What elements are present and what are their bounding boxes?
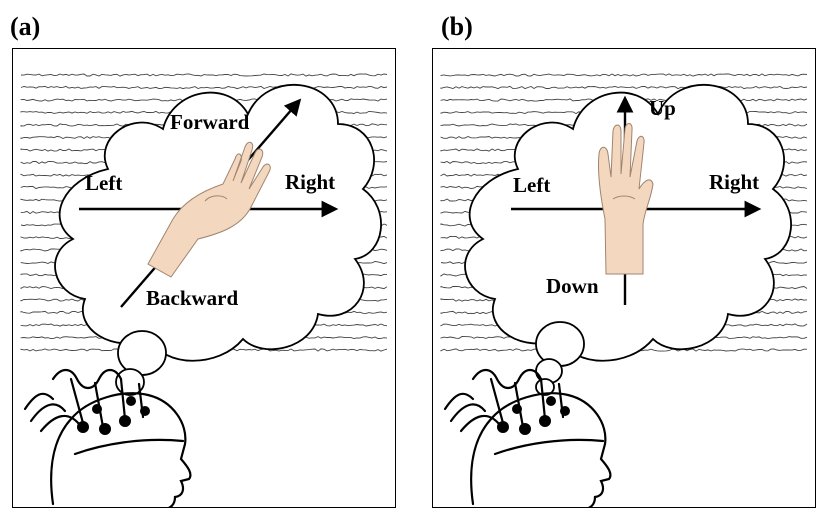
panel-a-label: (a)	[10, 12, 41, 41]
label-left: Left	[513, 173, 550, 197]
label-forward: Forward	[170, 110, 250, 134]
label-down: Down	[546, 274, 599, 298]
hand-illustration	[147, 141, 271, 278]
eeg-trace-line	[20, 73, 388, 77]
panel-a: Forward Backward Left Right	[12, 48, 396, 508]
label-backward: Backward	[146, 286, 238, 310]
panel-b-illustration: Up Down Left Right	[440, 73, 808, 507]
label-right: Right	[285, 170, 335, 194]
panel-b-label: (b)	[441, 12, 473, 41]
panel-b: Up Down Left Right	[432, 48, 816, 508]
hand-illustration	[597, 123, 654, 275]
head-with-electrodes	[443, 368, 612, 507]
label-left: Left	[85, 171, 122, 195]
eeg-trace-line	[20, 85, 388, 90]
panel-a-illustration: Forward Backward Left Right	[20, 73, 388, 507]
label-right: Right	[709, 170, 759, 194]
eeg-trace-line	[440, 73, 808, 77]
thought-bubble-large	[117, 330, 167, 376]
head-with-electrodes	[23, 368, 192, 507]
label-up: Up	[649, 96, 676, 120]
eeg-trace-line	[440, 85, 808, 90]
